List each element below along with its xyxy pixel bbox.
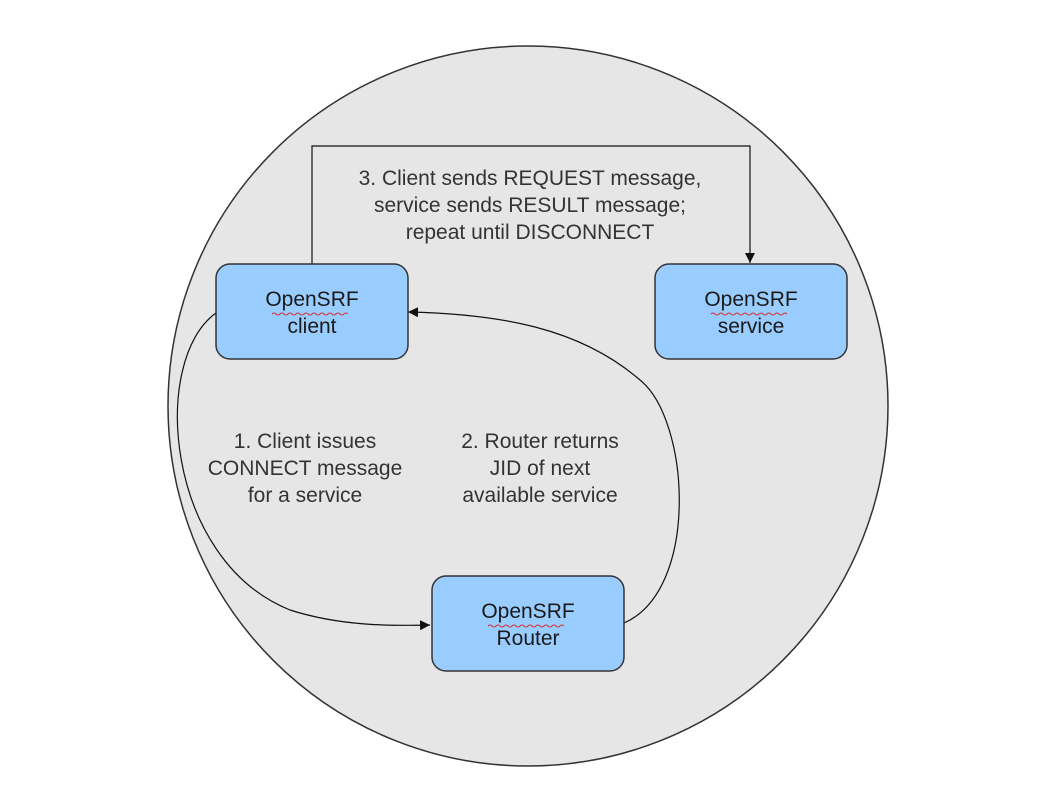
router-node-title: OpenSRF bbox=[481, 600, 574, 623]
client-node-subtitle: client bbox=[287, 315, 336, 338]
connect-label-line-3: for a service bbox=[248, 484, 362, 507]
service-spellcheck-underline bbox=[710, 312, 788, 316]
client-node-title: OpenSRF bbox=[265, 288, 358, 311]
client-node-box bbox=[215, 263, 409, 360]
service-node-title: OpenSRF bbox=[704, 288, 797, 311]
service-node-box bbox=[654, 263, 848, 360]
router-spellcheck-underline bbox=[487, 624, 565, 628]
connect-label-line-2: CONNECT message bbox=[208, 457, 403, 480]
connect-edge-label: 1. Client issues CONNECT message for a s… bbox=[208, 430, 403, 507]
router-return-label-line-2: JID of next bbox=[490, 457, 591, 480]
router-return-edge bbox=[407, 307, 680, 624]
router-node: OpenSRF Router bbox=[431, 575, 625, 672]
request-edge-label: 3. Client sends REQUEST message, service… bbox=[359, 167, 702, 244]
router-return-edge-label: 2. Router returns JID of next available … bbox=[461, 430, 619, 507]
request-label-line-2: service sends RESULT message; bbox=[374, 194, 686, 217]
request-label-line-1: 3. Client sends REQUEST message, bbox=[359, 167, 702, 190]
router-return-label-line-3: available service bbox=[462, 484, 617, 507]
service-node-subtitle: service bbox=[718, 315, 785, 338]
service-node: OpenSRF service bbox=[654, 263, 848, 360]
router-node-box bbox=[431, 575, 625, 672]
connect-label-line-1: 1. Client issues bbox=[234, 430, 376, 453]
client-node: OpenSRF client bbox=[215, 263, 409, 360]
request-label-line-3: repeat until DISCONNECT bbox=[406, 221, 655, 244]
client-spellcheck-underline bbox=[271, 312, 349, 316]
connect-edge bbox=[176, 312, 431, 631]
system-boundary-circle bbox=[167, 45, 889, 767]
router-return-label-line-1: 2. Router returns bbox=[461, 430, 619, 453]
request-edge bbox=[311, 145, 755, 264]
router-node-subtitle: Router bbox=[496, 627, 559, 650]
